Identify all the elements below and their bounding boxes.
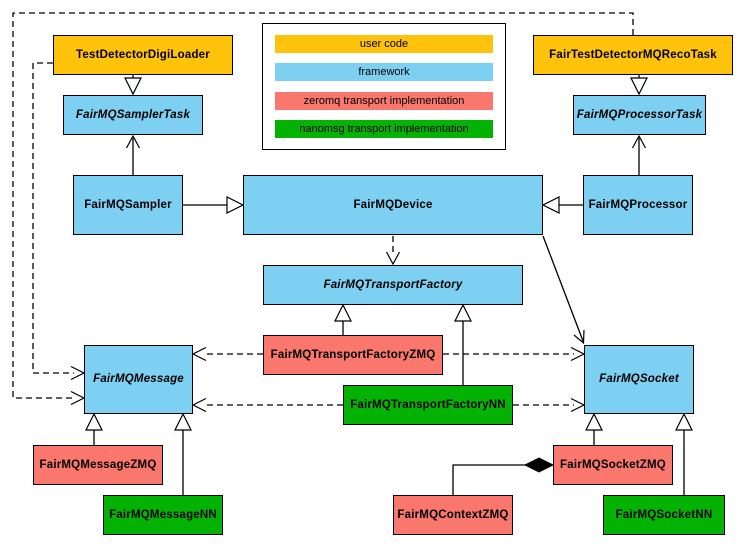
edge-dep-factorynn-socket	[513, 397, 586, 413]
node-fairmq-device: FairMQDevice	[243, 175, 543, 235]
edge-gen-processor-device	[541, 196, 583, 214]
edge-gen-socketzmq-socket	[585, 412, 603, 445]
node-fairmq-message: FairMQMessage	[84, 345, 193, 414]
legend-item-framework: framework	[275, 63, 493, 82]
edge-dep-factoryzmq-socket	[443, 346, 586, 362]
node-fairmq-message-nn: FairMQMessageNN	[103, 495, 223, 535]
node-fairmq-processor: FairMQProcessor	[583, 175, 693, 235]
edge-assoc-processor-processortask	[631, 134, 647, 175]
edge-assoc-device-socket	[542, 235, 585, 345]
node-fairmq-message-zmq: FairMQMessageZMQ	[33, 445, 163, 485]
edge-gen-factorynn-factory	[454, 303, 472, 385]
edge-dep-factoryzmq-message	[191, 346, 263, 362]
node-fairmq-context-zmq: FairMQContextZMQ	[393, 495, 513, 535]
node-fairmq-socket-nn: FairMQSocketNN	[603, 495, 725, 535]
edge-gen-sampler-device	[183, 196, 245, 214]
legend: user code framework zeromq transport imp…	[262, 23, 506, 150]
node-fair-test-detector-mq-reco-task: FairTestDetectorMQRecoTask	[533, 35, 733, 75]
node-fairmq-processor-task: FairMQProcessorTask	[573, 95, 706, 135]
edge-gen-messagezmq-message	[85, 412, 103, 445]
node-fairmq-socket: FairMQSocket	[584, 345, 694, 414]
node-fairmq-transport-factory-zmq: FairMQTransportFactoryZMQ	[263, 335, 443, 375]
edge-gen-factoryzmq-factory	[334, 303, 352, 335]
edge-gen-digiloader-samplertask	[124, 75, 142, 96]
edge-gen-messagenn-message	[174, 412, 192, 495]
node-fairmq-sampler: FairMQSampler	[73, 175, 183, 235]
legend-item-nanomsg: nanomsg transport implementation	[275, 120, 493, 139]
edge-comp-contextzmq-socketzmq	[452, 457, 555, 495]
legend-item-zeromq: zeromq transport implementation	[275, 91, 493, 110]
edge-dep-device-factory	[385, 236, 401, 266]
node-fairmq-sampler-task: FairMQSamplerTask	[63, 95, 203, 135]
edge-gen-recotask-processortask	[630, 75, 648, 96]
legend-item-user-code: user code	[275, 34, 493, 53]
edge-assoc-sampler-samplertask	[125, 134, 141, 175]
node-fairmq-transport-factory-nn: FairMQTransportFactoryNN	[343, 385, 513, 425]
edge-gen-socketnn-socket	[675, 412, 693, 495]
node-fairmq-transport-factory: FairMQTransportFactory	[263, 265, 523, 305]
node-fairmq-socket-zmq: FairMQSocketZMQ	[553, 445, 673, 485]
edge-dep-factorynn-message	[191, 397, 343, 413]
node-test-detector-digi-loader: TestDetectorDigiLoader	[53, 35, 233, 75]
